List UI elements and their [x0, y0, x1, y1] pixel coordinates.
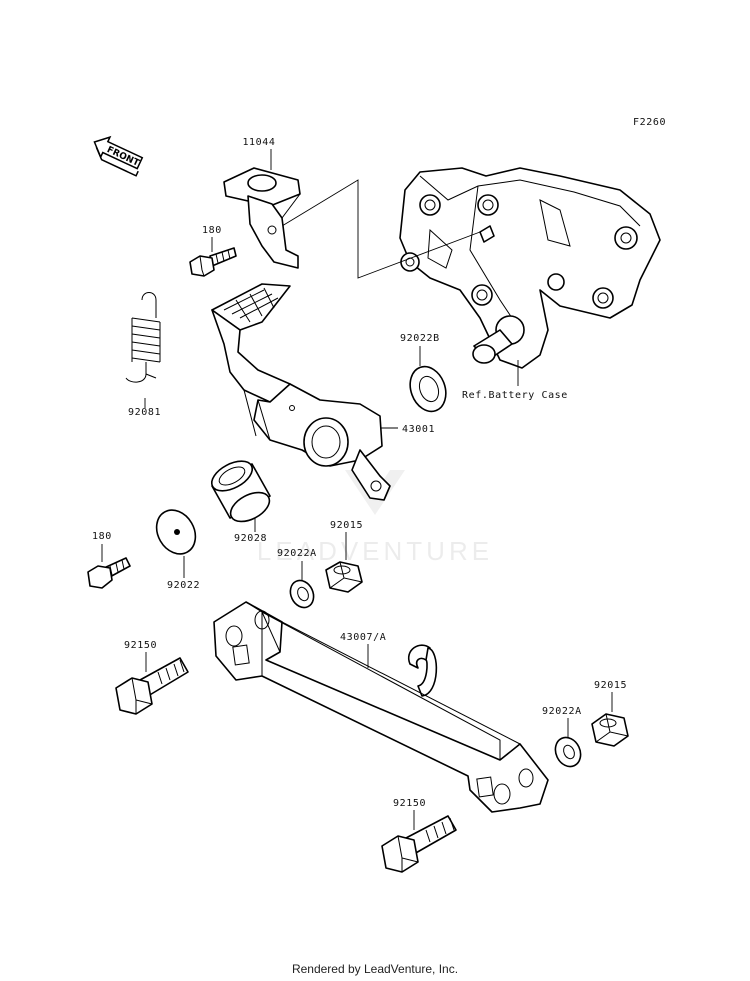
part-92028-collar	[210, 460, 271, 523]
part-92081-spring	[125, 292, 161, 383]
figure-code: F2260	[633, 117, 666, 128]
part-180-bolt-upper	[189, 247, 237, 277]
footer-credit: Rendered by LeadVenture, Inc.	[291, 962, 459, 976]
part-43007A-rod	[213, 601, 549, 813]
label-92022A-right: 92022A	[542, 706, 582, 717]
watermark-text: LEADVENTURE	[257, 536, 493, 566]
part-43001-brake-pedal	[211, 283, 391, 501]
label-92081: 92081	[128, 407, 161, 418]
label-92022B: 92022B	[400, 333, 440, 344]
front-arrow-icon: FRONT	[93, 135, 144, 177]
frame-bracket	[399, 167, 661, 369]
label-43001: 43001	[402, 424, 435, 435]
label-92150-left: 92150	[124, 640, 157, 651]
label-92022A-left: 92022A	[277, 548, 317, 559]
label-180-upper: 180	[202, 225, 222, 236]
label-92028: 92028	[234, 533, 267, 544]
part-92022-washer	[155, 509, 197, 555]
part-92022B-washer	[409, 365, 447, 413]
part-11044-bracket	[223, 167, 301, 269]
label-92015-left: 92015	[330, 520, 363, 531]
label-92015-right: 92015	[594, 680, 627, 691]
label-11044: 11044	[242, 137, 275, 148]
part-92015-nut-right	[591, 713, 629, 747]
part-92022A-washer-left	[289, 579, 315, 609]
reference-label: Ref.Battery Case	[462, 390, 568, 401]
part-180-bolt-lower	[87, 557, 131, 589]
part-92015-nut-left	[325, 561, 363, 593]
label-180-lower: 180	[92, 531, 112, 542]
label-92022: 92022	[167, 580, 200, 591]
part-92150-bolt-right	[381, 815, 457, 873]
part-92022A-washer-right	[554, 736, 582, 768]
label-43007A: 43007/A	[340, 632, 386, 643]
part-92150-bolt-left	[115, 657, 189, 715]
label-92150-right: 92150	[393, 798, 426, 809]
